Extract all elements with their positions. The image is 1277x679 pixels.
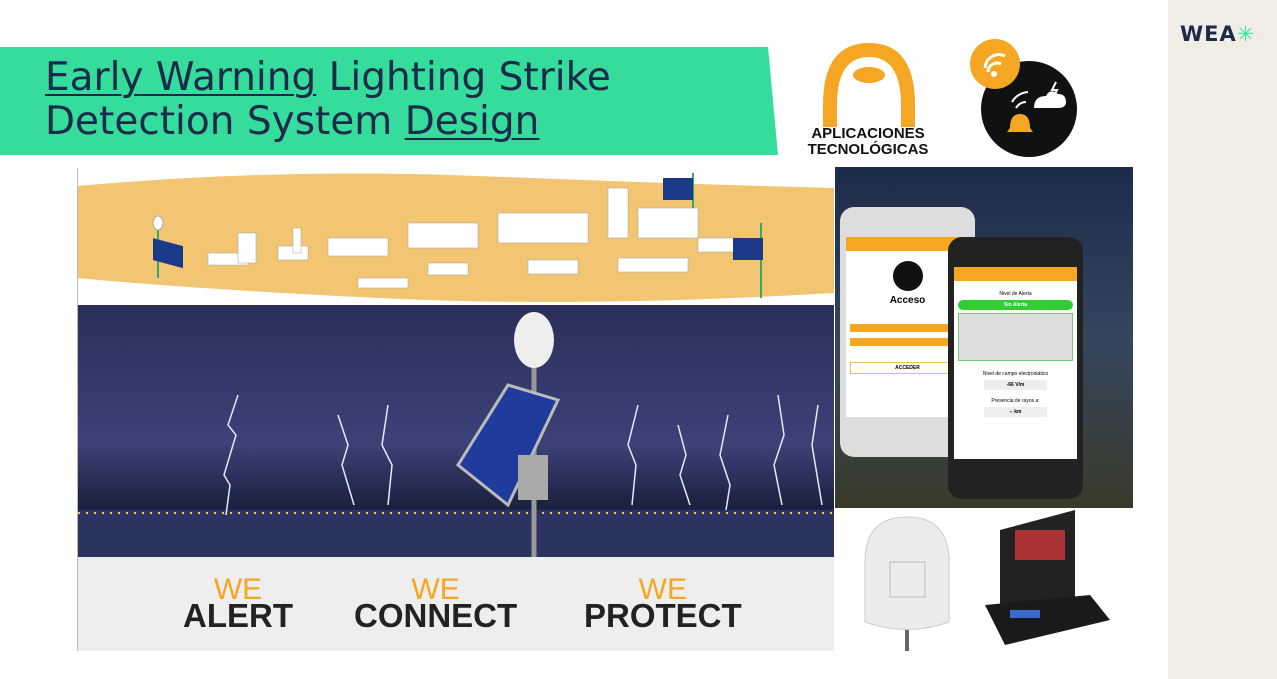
title-part: Early Warning — [45, 55, 317, 100]
title-part: Detection System — [45, 99, 405, 144]
tagline-word: PROTECT — [584, 597, 742, 634]
sensor-dome-image — [864, 516, 950, 651]
title-part: Design — [404, 99, 540, 144]
login-title: Acceso — [889, 295, 926, 306]
rays-value: -- km — [984, 407, 1047, 417]
alert-heading: Nivel de Alerta — [999, 291, 1032, 297]
divider — [77, 168, 78, 651]
mobile-app-image: Acceso ACCEDER Nivel de Alerta Sin Alert… — [835, 167, 1133, 508]
partner-line: TECNOLÓGICAS — [807, 141, 929, 158]
password-field — [850, 338, 965, 346]
logo-text: WEA — [1180, 22, 1237, 46]
tagline-word: ALERT — [183, 597, 293, 634]
rays-heading: Presencia de rayos a: — [991, 398, 1040, 404]
app-logo-icon — [892, 261, 923, 291]
tagline-we: WE — [638, 573, 687, 606]
asterisk-icon: ✳ — [1236, 22, 1256, 46]
sensor-mast-icon — [152, 215, 183, 278]
tagline-word: CONNECT — [354, 597, 518, 634]
user-field — [850, 324, 965, 332]
field-value: -66 V/m — [984, 380, 1047, 390]
title-banner — [0, 47, 778, 155]
side-panel — [1168, 0, 1277, 679]
tagline-we: WE — [411, 573, 460, 606]
storm-solar-sensor-image — [78, 305, 834, 557]
plant-layout-image — [78, 168, 834, 305]
partner-line: APLICACIONES — [811, 125, 925, 142]
tagline-we: WE — [213, 573, 263, 606]
monitor-device-image — [985, 510, 1110, 645]
title-part: Lighting Strike — [316, 55, 611, 100]
wea-logo: WEA✳ — [1180, 22, 1255, 46]
arch-logo-icon — [823, 43, 915, 127]
map — [958, 313, 1073, 361]
slide-title: Early Warning Lighting Strike Detection … — [45, 56, 611, 144]
alert-status: Sin Alerta — [958, 300, 1073, 310]
field-heading: Nivel de campo electrostático — [982, 371, 1049, 377]
phone-alert: Nivel de Alerta Sin Alerta Nivel de camp… — [948, 237, 1083, 499]
lightning-alert-icon — [970, 39, 1077, 157]
